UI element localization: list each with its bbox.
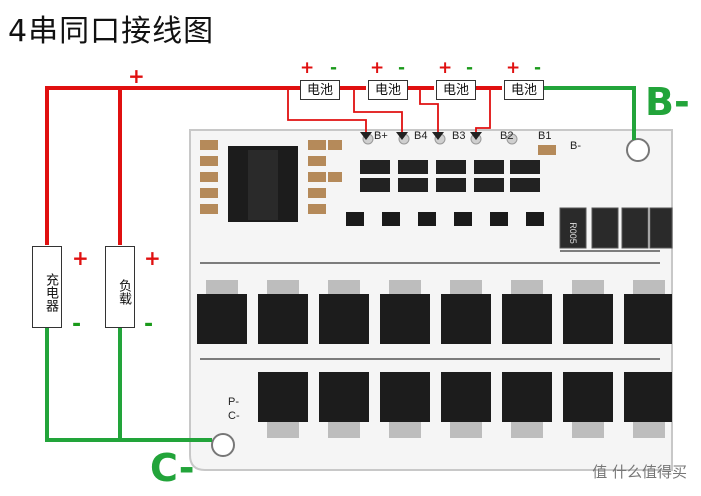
battery-cell-4: 电池 [504, 80, 544, 100]
pcb-label-b3: B3 [452, 130, 466, 142]
shunt-resistors [559, 207, 673, 249]
pcb-label-b-minus: B- [570, 140, 581, 152]
diagram-title: 4串同口接线图 [8, 14, 215, 49]
red-wires [45, 86, 502, 245]
battery-cell-1: 电池 [300, 80, 340, 100]
battery-cell-3: 电池 [436, 80, 476, 100]
mosfet-row-upper [197, 294, 672, 344]
battery-4-plus: + [506, 58, 521, 78]
b-minus-pad [626, 138, 650, 162]
battery-3-plus: + [438, 58, 453, 78]
pcb-label-b-plus: B+ [374, 130, 388, 142]
pcb-label-c-minus: C- [228, 410, 240, 422]
charger-minus: - [72, 312, 82, 337]
c-minus-label: C- [150, 446, 195, 490]
load-plus: + [144, 246, 161, 270]
load-minus: - [144, 312, 154, 337]
watermark: 值 什么值得买 [592, 463, 687, 481]
pcb-label-b4: B4 [414, 130, 428, 142]
battery-2-plus: + [370, 58, 385, 78]
battery-4-minus: - [534, 58, 542, 78]
pcb-label-resistor: R005 [567, 222, 578, 244]
pcb-label-p-minus: P- [228, 396, 239, 408]
b-minus-label: B- [645, 80, 690, 124]
battery-3-minus: - [466, 58, 474, 78]
battery-cell-2: 电池 [368, 80, 408, 100]
pcb-board [189, 129, 673, 471]
mosfet-row-lower [258, 372, 672, 422]
wire-arrows [360, 132, 482, 140]
battery-2-minus: - [398, 58, 406, 78]
c-minus-pad [211, 433, 235, 457]
battery-1-plus: + [300, 58, 315, 78]
pcb-label-b2: B2 [500, 130, 514, 142]
main-plus-sign: + [128, 64, 145, 88]
charger-plus: + [72, 246, 89, 270]
green-wires [45, 86, 636, 442]
pcb-label-b1: B1 [538, 130, 552, 142]
battery-1-minus: - [330, 58, 338, 78]
load-box: 负载 [105, 246, 135, 328]
charger-box: 充电器 [32, 246, 62, 328]
